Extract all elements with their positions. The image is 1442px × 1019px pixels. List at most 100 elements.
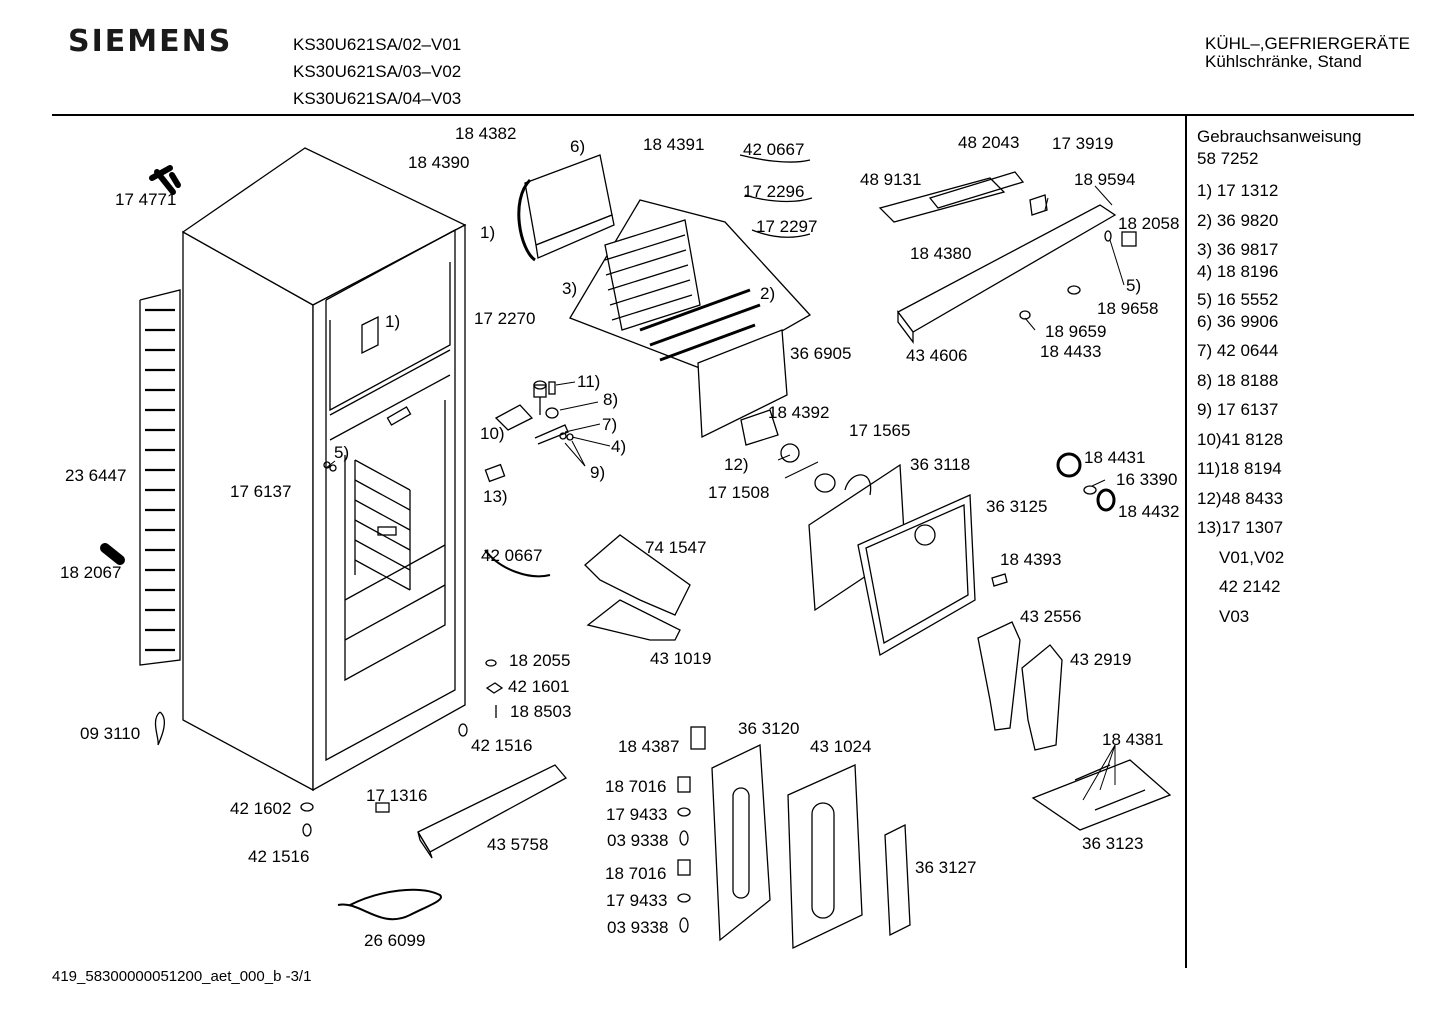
callout-number: 7) xyxy=(602,415,617,434)
part-label: 17 3919 xyxy=(1052,134,1113,153)
part-label: 43 1019 xyxy=(650,649,711,668)
part-label: 42 1516 xyxy=(471,736,532,755)
part-label: 42 1602 xyxy=(230,799,291,818)
variant-item: 42 2142 xyxy=(1219,577,1281,596)
part-label: 18 4380 xyxy=(910,244,971,263)
part-label: 18 8503 xyxy=(510,702,571,721)
callout-number: 2) xyxy=(760,284,775,303)
part-label: 17 9433 xyxy=(606,805,667,824)
part-label: 17 1508 xyxy=(708,483,769,502)
callout-number: 1) xyxy=(480,223,495,242)
part-label: 18 9659 xyxy=(1045,322,1106,341)
part-label: 03 9338 xyxy=(607,918,668,937)
part-label: 74 1547 xyxy=(645,538,706,557)
part-label: 17 2297 xyxy=(756,217,817,236)
legend-item: 12)48 8433 xyxy=(1197,488,1284,508)
product-category: KÜHL–,GEFRIERGERÄTE Kühlschränke, Stand xyxy=(1205,35,1410,71)
part-label: 18 4390 xyxy=(408,153,469,172)
parts-legend: Gebrauchsanweisung 58 7252 1) 17 1312 2)… xyxy=(1197,126,1361,635)
part-label: 03 9338 xyxy=(607,831,668,850)
model-list: KS30U621SA/02–V01 KS30U621SA/03–V02 KS30… xyxy=(293,31,461,112)
callout-number: 5) xyxy=(1126,276,1141,295)
cabinet-drawing xyxy=(139,147,467,792)
part-label: 18 7016 xyxy=(605,777,666,796)
legend-item: 6) 36 9906 xyxy=(1197,311,1279,331)
part-label: 43 1024 xyxy=(810,737,871,756)
sidebar-divider xyxy=(1185,116,1187,968)
callout-number: 5) xyxy=(334,443,349,462)
part-label: 42 1601 xyxy=(508,677,569,696)
part-label: 18 4431 xyxy=(1084,448,1145,467)
legend-item: 4) 18 8196 xyxy=(1197,261,1279,281)
part-label: 17 2296 xyxy=(743,182,804,201)
leader-lines xyxy=(325,185,1125,801)
legend-item: 5) 16 5552 xyxy=(1197,289,1279,309)
callout-number: 9) xyxy=(590,463,605,482)
callout-number: 6) xyxy=(570,137,585,156)
part-label: 43 4606 xyxy=(906,346,967,365)
part-label: 18 9658 xyxy=(1097,299,1158,318)
header-divider xyxy=(52,114,1414,116)
part-label: 18 4391 xyxy=(643,135,704,154)
part-label: 17 2270 xyxy=(474,309,535,328)
callout-number: 3) xyxy=(562,279,577,298)
legend-item: 11)18 8194 xyxy=(1197,459,1282,478)
part-label: 18 2067 xyxy=(60,563,121,582)
model-number: KS30U621SA/03–V02 xyxy=(293,62,462,81)
legend-item: 1) 17 1312 xyxy=(1197,181,1279,200)
model-number: KS30U621SA/02–V01 xyxy=(293,35,462,54)
legend-item: 10)41 8128 xyxy=(1197,429,1284,449)
part-label: 17 1565 xyxy=(849,421,910,440)
part-label: 18 9594 xyxy=(1074,170,1135,189)
variant-item: V01,V02 xyxy=(1219,547,1285,567)
part-label: 36 3127 xyxy=(915,858,976,877)
callout-number: 13) xyxy=(483,487,508,506)
document-id: 419_58300000051200_aet_000_b -3/1 xyxy=(52,968,312,985)
callout-number: 10) xyxy=(480,424,505,443)
part-label: 42 0667 xyxy=(743,140,804,159)
brand-logo: SIEMENS xyxy=(68,24,233,59)
legend-list: 1) 17 1312 2) 36 9820 3) 36 9817 4) 18 8… xyxy=(1197,180,1361,635)
part-label: 18 4393 xyxy=(1000,550,1061,569)
part-label: 18 4432 xyxy=(1118,502,1179,521)
callout-number: 8) xyxy=(603,390,618,409)
part-number-labels: 17 4771 23 6447 18 2067 09 3110 17 6137 … xyxy=(60,124,1179,950)
part-label: 43 2556 xyxy=(1020,607,1081,626)
part-label: 18 4382 xyxy=(455,124,516,143)
part-label: 42 0667 xyxy=(481,546,542,565)
callout-number: 11) xyxy=(577,372,600,391)
part-label: 23 6447 xyxy=(65,466,126,485)
model-number: KS30U621SA/04–V03 xyxy=(293,89,462,108)
manual-number: 58 7252 xyxy=(1197,149,1259,168)
control-panel-parts xyxy=(878,171,1137,587)
part-label: 18 2058 xyxy=(1118,214,1179,233)
part-label: 16 3390 xyxy=(1116,470,1177,489)
part-label: 36 3120 xyxy=(738,719,799,738)
part-label: 18 4381 xyxy=(1102,730,1163,749)
manual-heading: Gebrauchsanweisung xyxy=(1197,127,1362,146)
part-label: 36 3123 xyxy=(1082,834,1143,853)
part-label: 18 4433 xyxy=(1040,342,1101,361)
category-subtitle: Kühlschränke, Stand xyxy=(1205,52,1362,71)
part-label: 48 2043 xyxy=(958,133,1019,152)
evaporator-assembly xyxy=(517,154,812,446)
callout-number: 4) xyxy=(611,437,626,456)
part-label: 18 2055 xyxy=(509,651,570,670)
part-label: 36 6905 xyxy=(790,344,851,363)
part-label: 18 7016 xyxy=(605,864,666,883)
part-label: 36 3118 xyxy=(910,455,970,474)
part-label: 09 3110 xyxy=(80,724,140,743)
legend-item: 8) 18 8188 xyxy=(1197,370,1279,390)
variant-item: V03 xyxy=(1219,606,1250,626)
callout-number: 1) xyxy=(385,312,400,331)
part-label: 17 1316 xyxy=(366,786,427,805)
part-label: 48 9131 xyxy=(860,170,921,189)
part-label: 17 9433 xyxy=(606,891,667,910)
legend-item: 2) 36 9820 xyxy=(1197,210,1279,230)
cover-panels xyxy=(677,443,1172,950)
part-label: 36 3125 xyxy=(986,497,1047,516)
category-title: KÜHL–,GEFRIERGERÄTE xyxy=(1205,34,1410,53)
small-parts xyxy=(100,154,813,921)
legend-item: 7) 42 0644 xyxy=(1197,341,1279,360)
